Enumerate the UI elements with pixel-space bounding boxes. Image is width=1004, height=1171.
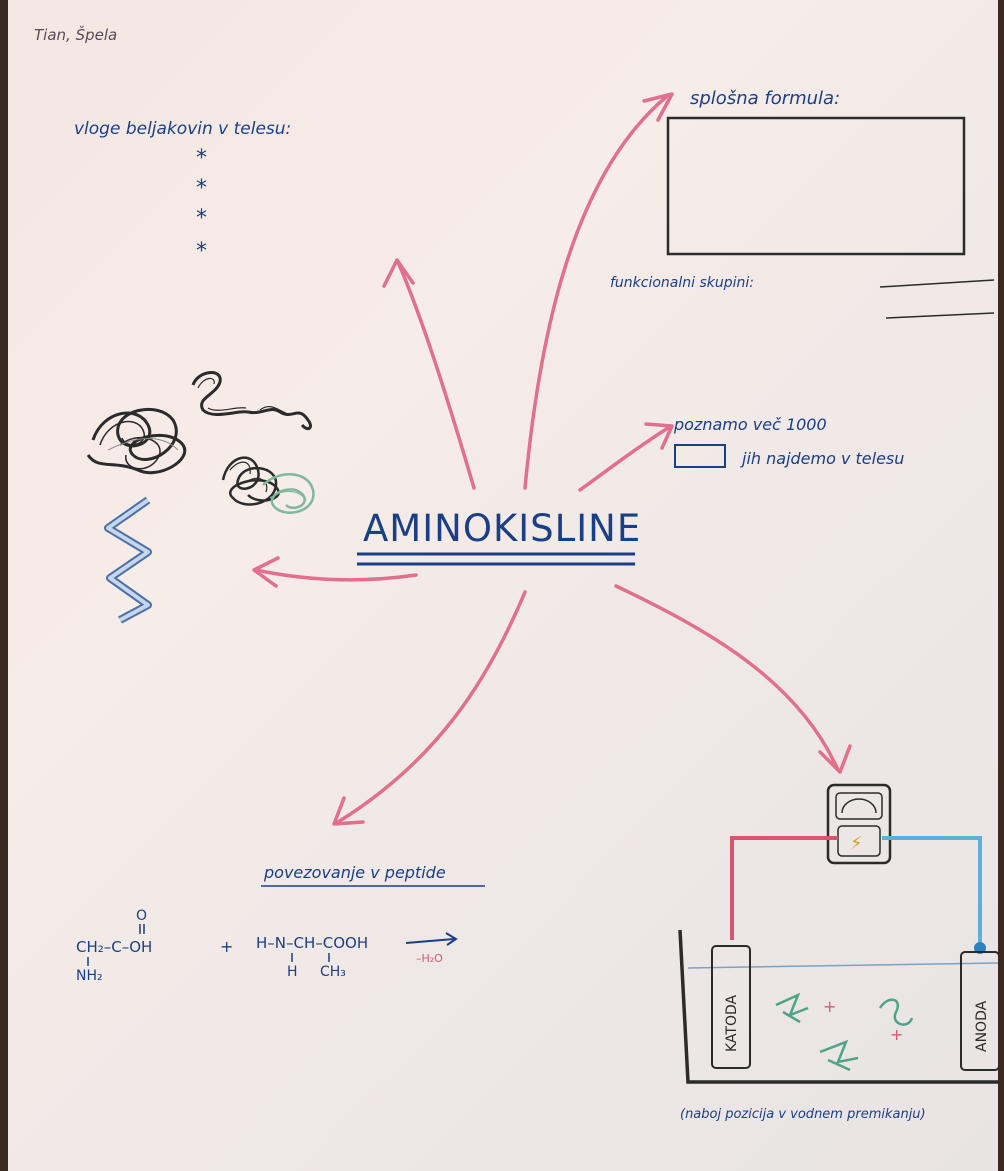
meter-switch (837, 825, 881, 857)
arrowhead-count (644, 422, 674, 450)
arrowhead-roles (382, 258, 415, 288)
electrophoresis-section: ⚡ KATODA ANODA + + (naboj pozicija v vod… (678, 783, 998, 1122)
plus-sign: + (220, 937, 233, 956)
arrowhead-formula (642, 92, 674, 122)
roles-bullet-3: * (196, 206, 207, 231)
anode-wire (882, 836, 982, 945)
reactant1-main: CH₂–C–OH (76, 938, 152, 956)
reactant2-h: H (287, 964, 298, 980)
coiled-protein-icon (86, 407, 187, 475)
arrow-to-electrophoresis (614, 584, 840, 772)
arrow-to-formula (523, 95, 668, 490)
formula-section: splošna formula: funkcionalni skupini: (610, 88, 995, 319)
arrow-to-roles (396, 260, 476, 490)
count-line-2: jih najdemo v telesu (740, 449, 904, 468)
functional-group-line-1 (879, 279, 995, 288)
cathode-wire (730, 836, 838, 940)
central-topic-title: AMINOKISLINE (363, 507, 641, 550)
lightning-icon: ⚡ (850, 833, 863, 854)
count-line-1: poznamo več 1000 (673, 415, 827, 434)
poster-sheet: Tian, Špela AMINOKISLINE vloge beljakovi… (8, 0, 998, 1171)
charge-mark-1: + (823, 997, 836, 1016)
protein-illustrations (86, 371, 315, 624)
electrophoresis-caption: (naboj pozicija v vodnem premikanju) (680, 1107, 926, 1122)
meter-dial-icon (841, 798, 877, 814)
peptides-title: povezovanje v peptide (263, 863, 446, 882)
functional-groups-label: funkcionalni skupini: (610, 275, 754, 291)
formula-title: splošna formula: (690, 88, 840, 109)
roles-title: vloge beljakovin v telesu: (74, 119, 291, 139)
chain-protein-icon (191, 371, 312, 431)
central-topic: AMINOKISLINE (357, 507, 641, 566)
charge-mark-2: + (890, 1025, 903, 1044)
arrowhead-electrophoresis (818, 744, 852, 774)
count-blank-box (674, 444, 726, 468)
globular-protein-icon (221, 456, 315, 514)
power-meter (826, 783, 892, 865)
formula-box (666, 116, 966, 256)
peptides-section: povezovanje v peptide O CH₂–C–OH NH₂ + H… (76, 863, 485, 984)
arrowhead-proteins (252, 556, 280, 588)
molecule-2-icon (878, 998, 914, 1026)
anode-electrode (960, 951, 998, 1071)
reactant1-oxygen: O (136, 908, 147, 924)
arrowhead-peptides (332, 796, 365, 826)
cathode-label: KATODA (724, 994, 740, 1052)
molecule-1-icon (775, 992, 809, 1024)
reaction-arrow-head (445, 932, 458, 946)
roles-bullet-2: * (196, 176, 207, 201)
authors-label: Tian, Špela (34, 25, 117, 44)
roles-bullet-1: * (196, 146, 207, 171)
functional-group-line-2 (885, 312, 995, 319)
reactant2-main: H–N–CH–COOH (256, 934, 368, 952)
byproduct-label: –H₂O (416, 952, 443, 965)
arrow-to-peptides (336, 590, 527, 824)
helix-protein-icon (104, 496, 152, 624)
arrow-to-count (578, 426, 670, 492)
mind-map: Tian, Špela AMINOKISLINE vloge beljakovi… (34, 25, 998, 1122)
meter-display (835, 792, 883, 820)
anode-label: ANODA (974, 1000, 990, 1052)
molecule-3-icon (819, 1039, 859, 1072)
count-section: poznamo več 1000 jih najdemo v telesu (673, 415, 904, 468)
roles-bullet-4: * (196, 239, 207, 264)
connector-arrows (252, 92, 852, 826)
tank-outline (678, 929, 998, 1084)
reactant1-amine: NH₂ (76, 968, 103, 984)
cathode-electrode (711, 945, 751, 1069)
reaction-arrow-line (405, 938, 455, 944)
arrow-to-proteins (254, 568, 418, 582)
roles-section: vloge beljakovin v telesu: * * * * (74, 119, 291, 264)
reactant2-ch3: CH₃ (320, 964, 346, 980)
water-level (687, 962, 998, 969)
